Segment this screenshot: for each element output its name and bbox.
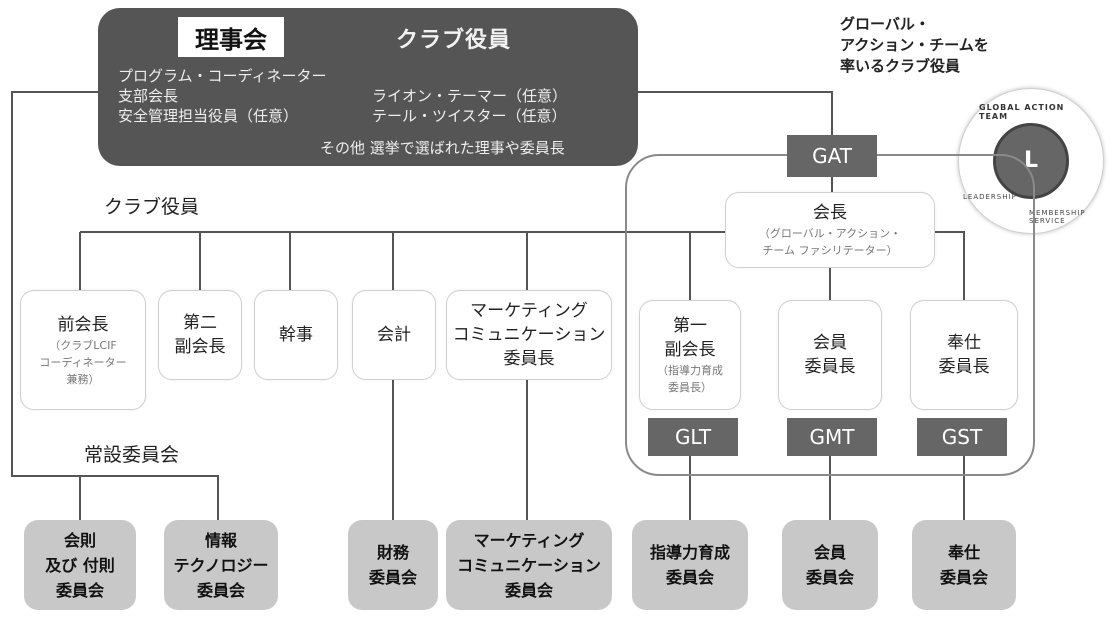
officer-title: 幹事 bbox=[279, 325, 313, 345]
board-line: ライオン・テーマー（任意） bbox=[372, 87, 568, 105]
committee-line: 奉仕 bbox=[947, 543, 980, 562]
committee-it: 情報 テクノロジー 委員会 bbox=[164, 520, 278, 610]
committee-line: 情報 bbox=[204, 530, 237, 550]
officer-title: 第一 bbox=[673, 316, 707, 336]
officer-title: 第二 bbox=[183, 313, 217, 333]
gst-tag: GST bbox=[917, 418, 1007, 456]
officer-title: 委員長 bbox=[804, 357, 856, 377]
board-title: 理事会 bbox=[178, 17, 284, 57]
global-action-team-logo: GLOBAL ACTION TEAM L LEADERSHIP MEMBERSH… bbox=[958, 88, 1104, 234]
gmt-tag: GMT bbox=[787, 418, 877, 456]
board-line: 安全管理担当役員（任意） bbox=[118, 107, 299, 125]
committee-finance: 財務 委員会 bbox=[348, 520, 438, 610]
board-right-list: ライオン・テーマー（任意） テール・ツイスター（任意） bbox=[372, 86, 567, 126]
line-board-left bbox=[11, 91, 219, 520]
officer-service-chair: 奉仕 委員長 bbox=[910, 300, 1018, 410]
committee-line: 委員会 bbox=[504, 580, 553, 600]
president-title: 会長 bbox=[813, 203, 847, 223]
officer-title: 副会長 bbox=[174, 337, 226, 357]
committee-membership: 会員 委員会 bbox=[782, 520, 878, 610]
board-left-list: プログラム・コーディネーター 支部会長 安全管理担当役員（任意） bbox=[118, 66, 327, 126]
committee-line: 委員会 bbox=[665, 568, 714, 587]
standing-committee-label: 常設委員会 bbox=[84, 444, 180, 466]
officer-title: マーケティング bbox=[470, 301, 588, 321]
board-line: プログラム・コーディネーター bbox=[118, 67, 327, 85]
officer-title: 委員長 bbox=[503, 349, 555, 369]
president-note-line: チーム ファシリテーター） bbox=[762, 244, 898, 257]
officer-title: コミュニケーション bbox=[452, 325, 606, 345]
committee-leadership: 指導力育成 委員会 bbox=[632, 520, 748, 610]
club-officers-label: クラブ役員 bbox=[104, 196, 200, 218]
committee-line: 指導力育成 bbox=[649, 543, 730, 562]
board-line: 支部会長 bbox=[118, 87, 179, 105]
officer-title: 奉仕 bbox=[947, 333, 981, 353]
glt-tag: GLT bbox=[648, 418, 738, 456]
committee-line: テクノロジー bbox=[173, 555, 269, 575]
caption-line: グローバル・ bbox=[840, 15, 930, 33]
officer-past-president: 前会長 （クラブLCIF コーディネーター 兼務） bbox=[20, 290, 146, 410]
president-node: 会長 （グローバル・アクション・ チーム ファシリテーター） bbox=[725, 192, 935, 268]
committee-line: マーケティング bbox=[473, 530, 585, 550]
officer-second-vp: 第二 副会長 bbox=[158, 290, 242, 380]
officer-note: コーディネーター bbox=[39, 355, 127, 369]
officer-title: 前会長 bbox=[57, 314, 109, 335]
gat-tag: GAT bbox=[787, 135, 877, 177]
officer-title: 委員長 bbox=[938, 357, 990, 377]
officer-first-vp: 第一 副会長 （指導力育成 委員長） bbox=[639, 300, 741, 410]
officer-secretary: 幹事 bbox=[254, 290, 338, 380]
committee-service: 奉仕 委員会 bbox=[912, 520, 1016, 610]
committee-line: コミュニケーション bbox=[457, 555, 601, 575]
line-board-right bbox=[638, 91, 833, 135]
gat-caption: グローバル・ アクション・チームを 率いるクラブ役員 bbox=[840, 14, 989, 77]
committee-marketing: マーケティング コミュニケーション 委員会 bbox=[446, 520, 612, 610]
officer-title: 会員 bbox=[813, 333, 847, 353]
caption-line: 率いるクラブ役員 bbox=[840, 57, 961, 75]
caption-line: アクション・チームを bbox=[840, 36, 989, 54]
committee-line: 委員会 bbox=[939, 568, 988, 587]
logo-right-text: MEMBERSHIP SERVICE bbox=[1029, 209, 1086, 225]
committee-line: 委員会 bbox=[805, 568, 854, 587]
logo-top-text: GLOBAL ACTION TEAM bbox=[979, 103, 1065, 121]
officer-note: （指導力育成 bbox=[657, 364, 723, 377]
president-note-line: （グローバル・アクション・ bbox=[758, 227, 902, 240]
line-officer-bus bbox=[80, 231, 965, 300]
committee-bylaws: 会則 及び 付則 委員会 bbox=[24, 520, 136, 610]
officer-marketing-chair: マーケティング コミュニケーション 委員長 bbox=[446, 290, 612, 380]
officer-note: （クラブLCIF bbox=[49, 338, 117, 352]
board-line: テール・ツイスター（任意） bbox=[372, 107, 567, 125]
officer-note: 兼務） bbox=[66, 372, 100, 386]
board-officers-label: クラブ役員 bbox=[396, 28, 512, 53]
officer-note: 委員長） bbox=[668, 381, 712, 394]
committee-line: 財務 bbox=[376, 543, 409, 562]
committee-line: 委員会 bbox=[196, 580, 245, 600]
committee-line: 及び 付則 bbox=[45, 555, 115, 575]
officer-title: 副会長 bbox=[664, 340, 716, 360]
committee-line: 委員会 bbox=[55, 580, 104, 600]
board-bottom-line: その他 選挙で選ばれた理事や委員長 bbox=[320, 139, 565, 157]
committee-line: 会員 bbox=[813, 543, 846, 562]
officer-membership-chair: 会員 委員長 bbox=[778, 300, 882, 410]
officer-title: 会計 bbox=[377, 325, 411, 345]
officer-treasurer: 会計 bbox=[352, 290, 436, 380]
committee-line: 委員会 bbox=[368, 568, 417, 587]
logo-left-text: LEADERSHIP bbox=[963, 193, 1017, 201]
committee-line: 会則 bbox=[63, 530, 96, 550]
